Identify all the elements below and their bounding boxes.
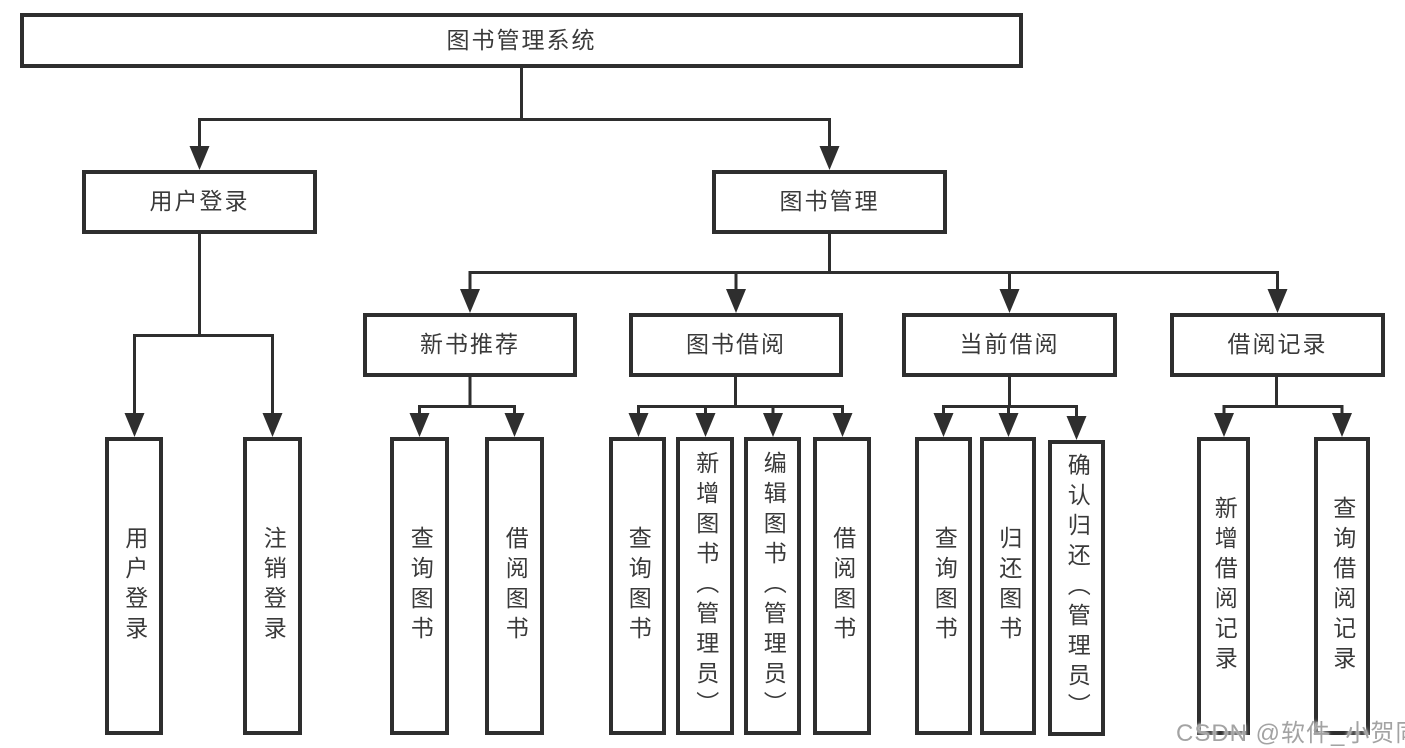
node-leaf-confirm-return-admin: 确认归还（管理员） [1048, 440, 1105, 736]
arrow-down-icon [124, 413, 283, 437]
node-leaf-query-books-borrowing: 查询图书 [609, 437, 666, 735]
node-user-login: 用户登录 [82, 170, 317, 234]
arrow-down-icon [933, 413, 1087, 440]
connector-line [418, 377, 516, 416]
node-leaf-add-borrow-record: 新增借阅记录 [1197, 437, 1250, 735]
node-leaf-query-books-current: 查询图书 [915, 437, 972, 735]
arrow-down-icon [460, 289, 1288, 313]
connector-line [942, 377, 1078, 419]
node-current-borrowing: 当前借阅 [902, 313, 1117, 377]
node-leaf-edit-books-admin: 编辑图书（管理员） [744, 437, 801, 735]
connector-line [133, 234, 274, 416]
connector-user-login-children [124, 234, 283, 437]
node-leaf-query-books-recommend: 查询图书 [390, 437, 449, 735]
node-leaf-user-login: 用户登录 [105, 437, 163, 735]
connector-book-borrowing-children [628, 377, 853, 437]
node-leaf-borrow-books-recommend: 借阅图书 [485, 437, 544, 735]
connector-book-management-to-level3 [460, 234, 1288, 313]
watermark: CSDN @软件_小贺同学 [1176, 720, 1405, 747]
connector-line [468, 234, 1279, 292]
connector-new-book-children [409, 377, 525, 437]
arrow-down-icon [409, 413, 525, 437]
node-leaf-logout: 注销登录 [243, 437, 302, 735]
node-new-book-recommendation: 新书推荐 [363, 313, 577, 377]
connector-root-to-level2 [189, 68, 840, 170]
node-leaf-add-books-admin: 新增图书（管理员） [676, 437, 734, 735]
connector-line [198, 68, 831, 150]
arrow-down-icon [1214, 413, 1352, 437]
node-leaf-borrow-books: 借阅图书 [813, 437, 871, 735]
connector-line [637, 377, 844, 416]
node-library-management-system: 图书管理系统 [20, 13, 1023, 68]
connector-current-borrowing-children [933, 377, 1087, 440]
node-book-management: 图书管理 [712, 170, 947, 234]
arrow-down-icon [628, 413, 853, 437]
connector-borrowing-records-children [1214, 377, 1352, 437]
node-book-borrowing: 图书借阅 [629, 313, 843, 377]
arrow-down-icon [189, 146, 840, 170]
node-leaf-return-books: 归还图书 [980, 437, 1036, 735]
connector-line [1222, 377, 1344, 416]
node-borrowing-records: 借阅记录 [1170, 313, 1385, 377]
node-leaf-query-borrow-record: 查询借阅记录 [1314, 437, 1370, 735]
